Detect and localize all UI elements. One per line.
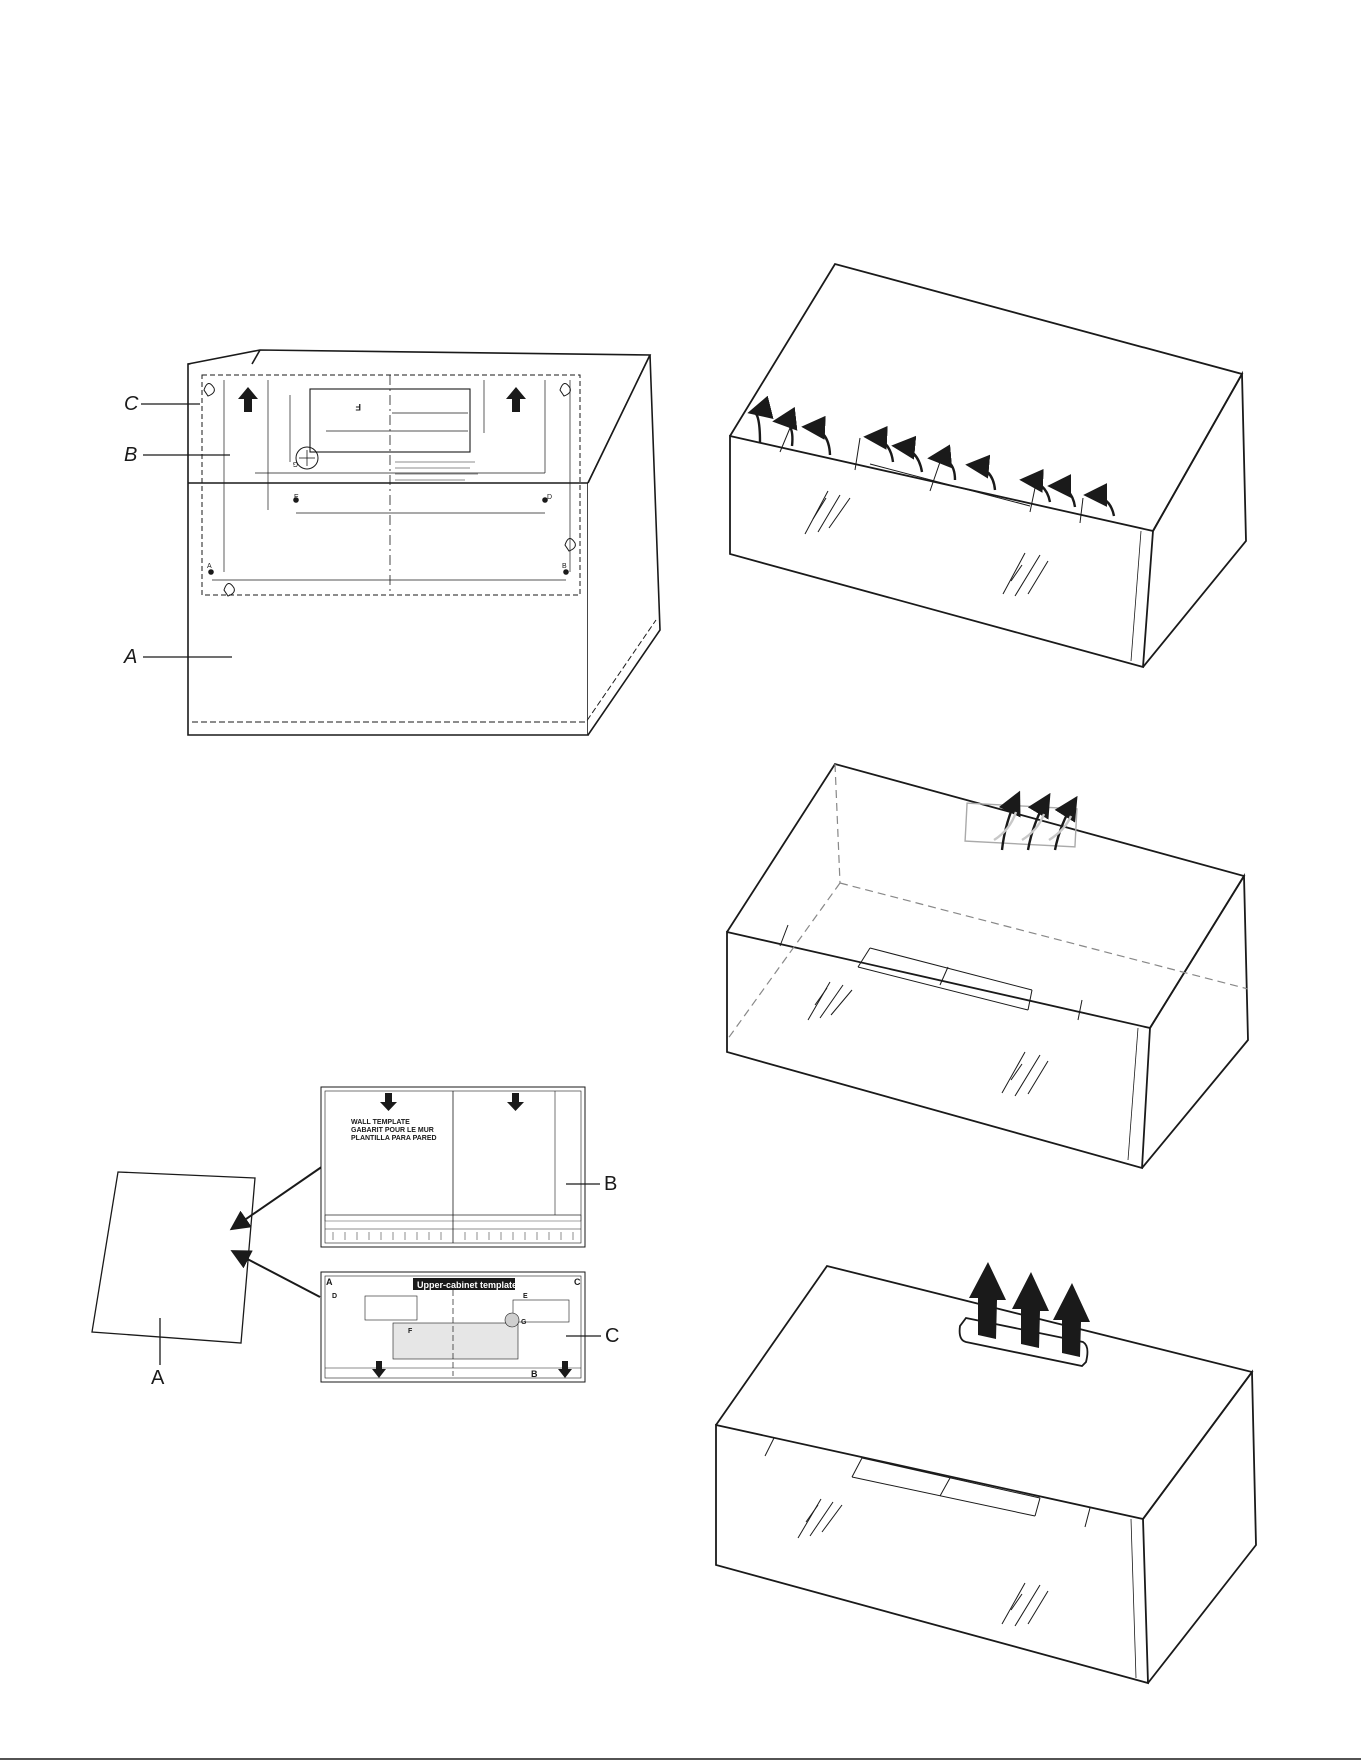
box-with-template-figure	[141, 350, 660, 735]
cabinet-letter-c: C	[574, 1277, 581, 1287]
cabinet-letter-f: F	[408, 1328, 413, 1335]
cabinet-letter-d: D	[332, 1293, 337, 1300]
letter-b: B	[562, 563, 567, 570]
letter-g: G	[293, 460, 298, 467]
up-arrow-icon	[969, 1262, 1006, 1339]
callout-c-figure1: C	[124, 394, 138, 414]
template-parts-figure	[92, 1087, 601, 1382]
box-cabinet-template-figure	[716, 1262, 1256, 1683]
callout-b-figure1: B	[124, 445, 137, 465]
cabinet-letter-g: G	[521, 1319, 527, 1326]
cabinet-letter-b: B	[531, 1369, 538, 1379]
template-sheet-a	[92, 1172, 255, 1343]
callout-a-figure1: A	[124, 647, 137, 667]
letter-e: E	[294, 494, 299, 501]
cabinet-letter-a: A	[326, 1277, 333, 1287]
cabinet-letter-e: E	[523, 1293, 528, 1300]
up-arrow-icon	[1012, 1272, 1049, 1348]
wall-template-title-en: WALL TEMPLATE	[351, 1119, 410, 1126]
box-template-removal-figure	[727, 764, 1248, 1168]
wall-template-title-fr: GABARIT POUR LE MUR	[351, 1127, 434, 1134]
wall-template-title-es: PLANTILLA PARA PARED	[351, 1135, 437, 1142]
letter-a: A	[207, 563, 212, 570]
callout-c-figure2: C	[605, 1326, 619, 1346]
letter-f: F	[355, 402, 361, 412]
box-flaps-open-figure	[730, 264, 1246, 667]
up-arrow-icon	[1053, 1283, 1090, 1357]
letter-d: D	[547, 494, 552, 501]
callout-a-figure2: A	[151, 1368, 164, 1388]
wall-template-b	[321, 1087, 600, 1247]
cabinet-template-title: Upper-cabinet template	[417, 1280, 517, 1290]
callout-b-figure2: B	[604, 1174, 617, 1194]
